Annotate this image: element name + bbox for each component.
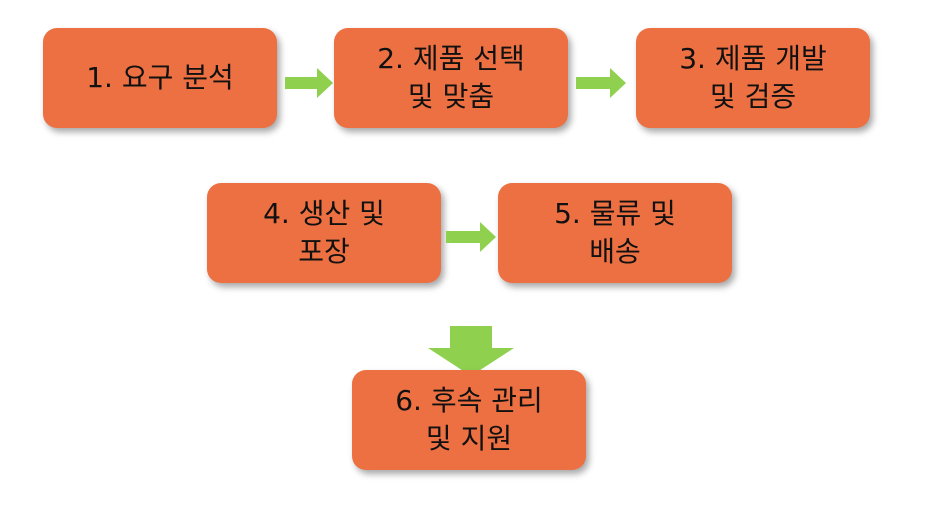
arrow-right-4-to-5 <box>446 222 496 252</box>
step-6-follow-up-support: 6. 후속 관리 및 지원 <box>352 370 586 470</box>
step-4-line-2: 포장 <box>298 235 350 268</box>
step-5-line-1: 5. 물류 및 <box>554 197 676 230</box>
arrow-right-1-to-2 <box>285 68 333 98</box>
step-4-production-packaging: 4. 생산 및 포장 <box>207 183 441 283</box>
step-2-product-selection: 2. 제품 선택 및 맞춤 <box>334 28 568 128</box>
arrow-right-2-to-3 <box>576 68 626 98</box>
step-3-line-2: 및 검증 <box>709 80 797 113</box>
step-5-line-2: 배송 <box>589 235 641 268</box>
step-1-line-1: 1. 요구 분석 <box>86 61 234 94</box>
step-6-line-2: 및 지원 <box>425 422 513 455</box>
step-3-product-development: 3. 제품 개발 및 검증 <box>636 28 870 128</box>
arrow-down-to-6 <box>428 326 514 376</box>
step-2-line-1: 2. 제품 선택 <box>377 42 525 75</box>
step-5-logistics-delivery: 5. 물류 및 배송 <box>498 183 732 283</box>
step-4-line-1: 4. 생산 및 <box>263 197 385 230</box>
step-2-line-2: 및 맞춤 <box>407 80 495 113</box>
step-3-line-1: 3. 제품 개발 <box>679 42 827 75</box>
step-1-requirements-analysis: 1. 요구 분석 <box>43 28 277 128</box>
step-6-line-1: 6. 후속 관리 <box>395 384 543 417</box>
